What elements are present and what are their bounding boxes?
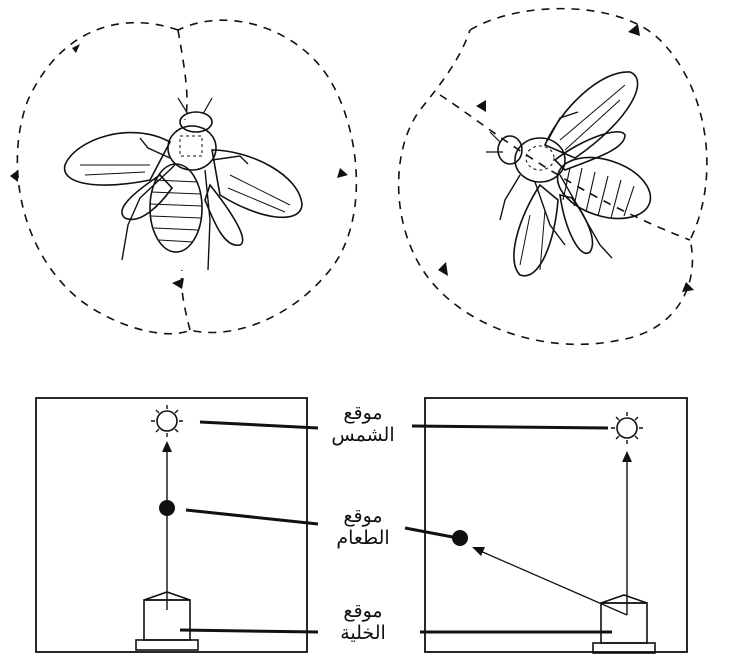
frame-left <box>36 398 307 652</box>
label-food-position: موقع الطعام <box>318 505 408 549</box>
label-sun-line1: موقع <box>318 402 408 424</box>
label-food-line1: موقع <box>318 505 408 527</box>
waggle-dance-path-right <box>399 9 707 345</box>
label-hive-line1: موقع <box>318 600 408 622</box>
sun-icon-left <box>151 405 183 437</box>
food-direction-arrow-right <box>478 550 627 615</box>
arrow-markers-right <box>438 24 694 292</box>
label-sun-position: موقع الشمس <box>318 402 408 446</box>
food-dot-left <box>159 500 175 516</box>
label-hive-line2: الخلية <box>318 622 408 644</box>
label-food-line2: الطعام <box>318 527 408 549</box>
hive-icon-left <box>136 592 198 650</box>
label-sun-line2: الشمس <box>318 424 408 446</box>
label-hive-position: موقع الخلية <box>318 600 408 644</box>
hive-icon-right <box>593 595 655 653</box>
bee-left <box>65 98 302 270</box>
sun-icon-right <box>611 412 643 444</box>
bee-right <box>486 72 658 276</box>
